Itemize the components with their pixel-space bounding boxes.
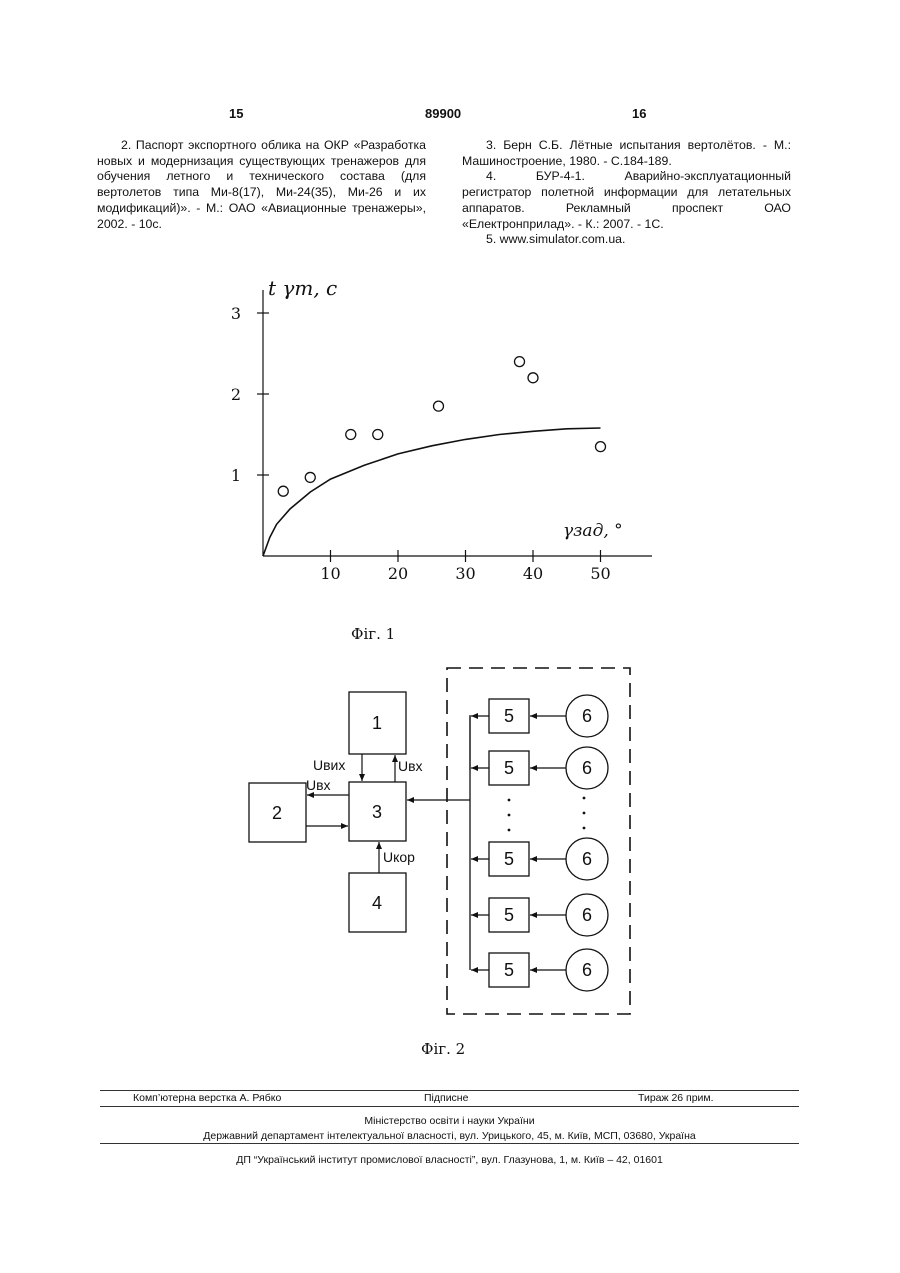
block-4-label: 4 — [372, 893, 382, 913]
source-circle-label: 6 — [582, 905, 592, 925]
footer-rule-bottom — [100, 1143, 799, 1144]
footer-circulation: Тираж 26 прим. — [638, 1092, 714, 1104]
fig2-caption: Фіг. 2 — [421, 1040, 465, 1058]
sensor-block-label: 5 — [504, 849, 514, 869]
source-circle-label: 6 — [582, 706, 592, 726]
sensor-block-label: 5 — [504, 706, 514, 726]
ellipsis-dot — [583, 797, 586, 800]
source-circle-label: 6 — [582, 960, 592, 980]
sensor-block-label: 5 — [504, 960, 514, 980]
footer-signed: Підписне — [424, 1092, 468, 1104]
footer-layout-by: Комп’ютерна верстка А. Рябко — [133, 1092, 281, 1104]
signal-u-in-left: Uвх — [306, 777, 331, 793]
block-1-label: 1 — [372, 713, 382, 733]
footer-ministry: Міністерство освіти і науки України — [100, 1115, 799, 1127]
source-circle-label: 6 — [582, 849, 592, 869]
signal-u-in-top: Uвх — [398, 758, 423, 774]
ellipsis-dot — [508, 814, 511, 817]
ellipsis-dot — [583, 812, 586, 815]
ellipsis-dot — [583, 827, 586, 830]
footer-institute: ДП “Український інститут промислової вла… — [100, 1154, 799, 1166]
ellipsis-dot — [508, 799, 511, 802]
footer-rule-middle — [100, 1106, 799, 1107]
sensor-block-label: 5 — [504, 758, 514, 778]
block-3-label: 3 — [372, 802, 382, 822]
block-2-label: 2 — [272, 803, 282, 823]
sensor-block-label: 5 — [504, 905, 514, 925]
footer-department: Державний департамент інтелектуальної вл… — [100, 1130, 799, 1142]
ellipsis-dot — [508, 829, 511, 832]
source-circle-label: 6 — [582, 758, 592, 778]
signal-u-corr: Uкор — [383, 849, 415, 865]
footer-rule-top — [100, 1090, 799, 1091]
signal-u-out: Uвих — [313, 757, 345, 773]
